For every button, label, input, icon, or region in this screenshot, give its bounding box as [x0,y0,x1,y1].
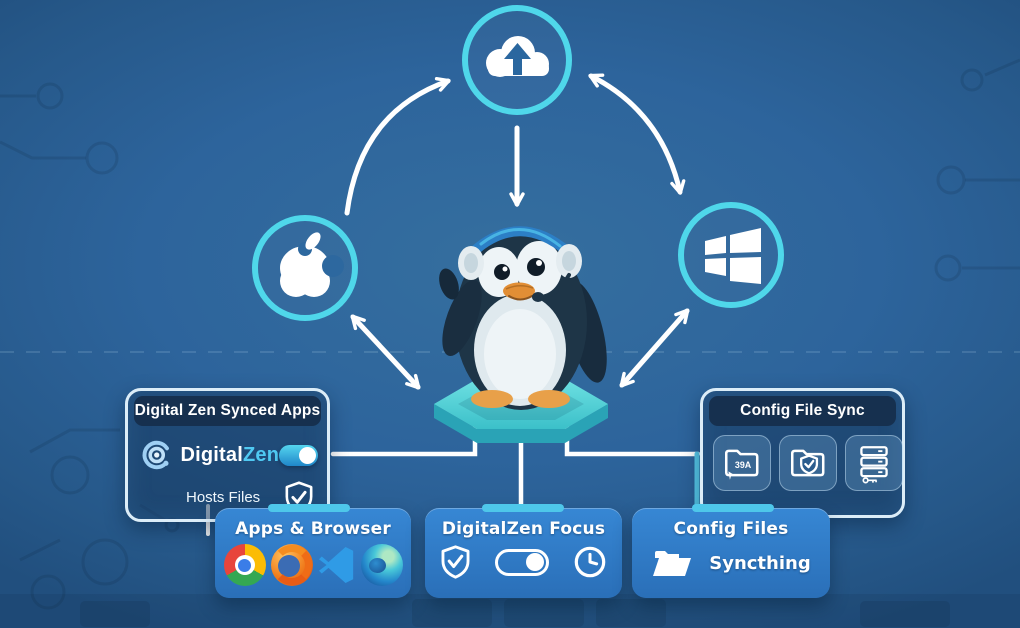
clock-icon [574,546,606,578]
vscode-icon [318,546,353,584]
folder-shield-icon [790,449,825,477]
floor-shapes [0,594,1020,628]
config-sync-card-title: Config File Sync [709,396,896,426]
arrow-windows-hexagon [619,308,690,388]
firefox-icon [270,544,313,586]
windows-icon [705,228,761,284]
toggle-knob [526,552,544,571]
card-notch [268,504,350,512]
shield-check-icon [441,545,470,579]
edge-icon [360,544,403,586]
card-notch [482,504,564,512]
digitalzen-wordmark: DigitalZen [180,443,280,466]
syncthing-label: Syncthing [709,552,811,574]
folder-badge-text: 39A [735,460,752,470]
focus-icons-row [425,545,622,579]
focus-card: DigitalZen Focus [425,504,622,598]
tile-folder-shield [779,435,837,491]
focus-toggle[interactable] [495,548,549,576]
apps-browser-title: Apps & Browser [235,519,391,539]
config-files-title: Config Files [673,519,789,539]
apple-icon [280,232,344,297]
config-files-card: Config Files Syncthing [632,504,830,598]
circuit-pattern [0,58,1020,610]
hosts-files-label: Hosts Files [186,489,261,506]
arrow-apple-to-cloud [344,76,451,216]
penguin-headset-mascot [439,226,607,410]
arrow-cloud-windows [588,73,686,195]
digitalzen-toggle[interactable] [279,444,318,466]
digitalzen-row: DigitalZen [141,435,318,475]
cloud-node [462,5,572,115]
windows-node [678,202,784,308]
folder-39a-icon: 39A [724,449,759,480]
server-stack-icon [860,446,888,484]
folder-icon [653,551,692,576]
config-files-row: Syncthing [632,546,830,580]
synced-apps-card-title: Digital Zen Synced Apps [134,396,321,426]
cloud-upload-icon [486,36,549,77]
tile-folder-39a: 39A [713,435,771,491]
chrome-icon [223,544,266,586]
config-sync-card: Config File Sync 39A [700,388,905,518]
tile-server [845,435,903,491]
toggle-knob [299,446,316,464]
digitalzen-logo-icon [142,440,171,470]
browser-icons-row [215,544,411,586]
apple-node [252,215,358,321]
config-sync-tiles: 39A [713,435,903,491]
card-notch [692,504,774,512]
thumbs-up-flipper [439,268,482,356]
focus-title: DigitalZen Focus [441,519,606,539]
synced-apps-card: Digital Zen Synced Apps DigitalZen Hosts… [125,388,330,522]
arrow-apple-hexagon [350,314,421,390]
flow-arrows [344,73,690,390]
apps-browser-card: Apps & Browser [215,504,411,598]
headset-icon [458,226,582,302]
